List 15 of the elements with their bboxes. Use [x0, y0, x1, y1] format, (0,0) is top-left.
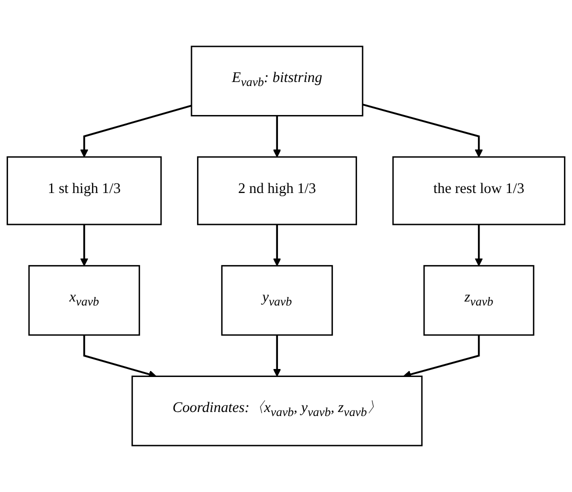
node-box: y$_{vavb}$ [221, 265, 333, 336]
node-box: 1 st high 1/3 [6, 156, 162, 226]
node-box: Coordinates:〈x$_{vavb}$, y$_{vavb}$, z$_{vavb}$〉 [132, 376, 423, 446]
arrow [362, 104, 483, 158]
arrow [273, 116, 282, 158]
arrow [474, 224, 483, 266]
node-box: E$_{vavb}$: bitstring [190, 46, 364, 116]
node-box: the rest low 1/3 [392, 156, 566, 226]
node-box: z$_{vavb}$ [423, 265, 534, 336]
arrow [273, 335, 282, 377]
arrow [273, 224, 282, 266]
arrow [80, 224, 88, 266]
arrow [80, 104, 192, 158]
node-box: 2 nd high 1/3 [197, 156, 358, 226]
node-box: x$_{vavb}$ [28, 265, 140, 336]
